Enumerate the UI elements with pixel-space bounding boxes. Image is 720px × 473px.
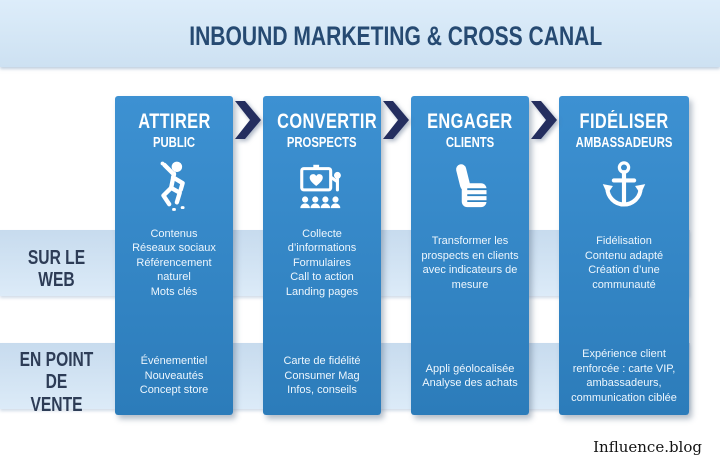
- column-title: FIDÉLISER: [579, 110, 669, 133]
- cell-web-text: Fidélisation Contenu adapté Création d’u…: [584, 235, 664, 291]
- column-subtitle: PUBLIC: [152, 135, 196, 151]
- column-attirer: ATTIRER PUBLIC Contenus Réseaux sociaux …: [115, 96, 233, 415]
- cell-store-text: Expérience client renforcée : carte VIP,…: [571, 348, 677, 404]
- anchor-icon: [602, 161, 646, 207]
- column-convertir: CONVERTIR PROSPECTS: [263, 96, 381, 415]
- arrow-chevron-icon: [235, 101, 261, 139]
- arrow-chevron-icon: [383, 101, 409, 139]
- header-band: INBOUND MARKETING & CROSS CANAL: [0, 0, 720, 67]
- cell-store-text: Carte de fidélité Consumer Mag Infos, co…: [283, 355, 361, 397]
- column-title: ENGAGER: [427, 110, 513, 133]
- jumping-person-icon: [160, 161, 185, 211]
- thumbs-up-icon: [456, 164, 487, 208]
- presentation-audience-icon: [300, 164, 341, 209]
- page-title: INBOUND MARKETING & CROSS CANAL: [189, 21, 603, 51]
- cell-web-text: Collecte d’informations Formulaires Call…: [285, 227, 359, 298]
- row-label-store: EN POINT DE VENTE: [19, 349, 94, 416]
- cell-web-text: Transformer les prospects en clients ave…: [421, 235, 519, 291]
- cell-store-text: Appli géolocalisée Analyse des achats: [422, 362, 518, 390]
- credit-text: Influence.blog: [593, 438, 702, 456]
- row-label-web: SUR LE WEB: [27, 247, 86, 292]
- arrow-chevron-icon: [531, 101, 557, 139]
- column-subtitle: AMBASSADEURS: [575, 135, 673, 151]
- column-title: ATTIRER: [137, 110, 211, 133]
- column-subtitle: CLIENTS: [445, 135, 495, 151]
- cell-web-text: Contenus Réseaux sociaux Référencement n…: [132, 227, 216, 298]
- column-title: CONVERTIR: [277, 110, 378, 133]
- column-fideliser: FIDÉLISER AMBASSADEURS Fidélisation Cont…: [559, 96, 689, 415]
- column-subtitle: PROSPECTS: [287, 135, 357, 151]
- column-engager: ENGAGER CLIENTS Transformer les prospect…: [411, 96, 529, 415]
- cell-store-text: Événementiel Nouveautés Concept store: [139, 355, 209, 397]
